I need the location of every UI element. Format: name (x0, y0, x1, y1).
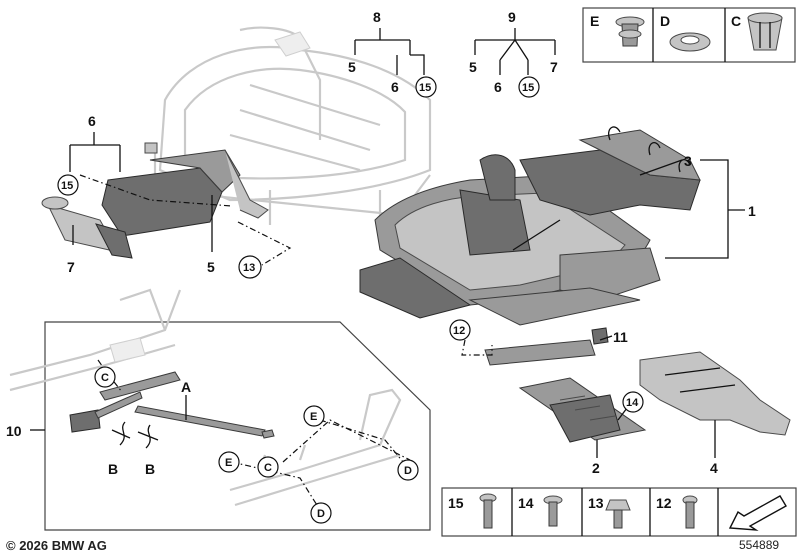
label-6: 6 (88, 113, 96, 129)
label-3: 3 (684, 153, 692, 169)
part-2-plate (518, 377, 647, 443)
part-B-springs (111, 421, 159, 449)
label-E: E (310, 411, 317, 423)
diagram-number: 554889 (739, 538, 780, 552)
label-D: D (404, 465, 412, 477)
top-legend: E D C (582, 7, 796, 63)
legend-12: 12 (656, 495, 672, 511)
label-E: E (225, 457, 232, 469)
part-1-seat-frame (359, 154, 661, 326)
circle-D (397, 459, 419, 481)
circle-15 (57, 174, 79, 196)
label-11: 11 (613, 329, 628, 345)
label-12: 12 (453, 325, 465, 337)
circle-15 (415, 76, 437, 98)
part-labels: 8 5 6 15 9 5 6 15 7 6 15 7 5 13 3 1 12 1… (6, 9, 756, 524)
screw-14-icon (543, 495, 563, 527)
circle-E (303, 405, 325, 427)
screw-15-icon (479, 493, 497, 529)
part-4-bracket (639, 351, 791, 436)
label-A: A (181, 379, 191, 395)
legend-D: D (660, 13, 670, 29)
part-3-cable-harness (519, 126, 701, 216)
label-7: 7 (550, 59, 558, 75)
direction-arrow-icon (728, 495, 787, 531)
legend-C: C (731, 13, 741, 29)
copyright-text: © 2026 BMW AG (6, 538, 107, 553)
label-5: 5 (469, 59, 477, 75)
clip-C-icon (747, 12, 783, 51)
bolt-E-icon (615, 16, 645, 47)
label-6: 6 (494, 79, 502, 95)
circle-13 (238, 255, 262, 279)
screw-12-icon (682, 495, 698, 529)
circle-14 (622, 391, 644, 413)
label-13: 13 (243, 262, 255, 274)
label-15: 15 (61, 180, 73, 192)
legend-E: E (590, 13, 599, 29)
label-5: 5 (348, 59, 356, 75)
leader-lines (30, 28, 745, 458)
circle-C (94, 366, 116, 388)
part-A-rod (69, 371, 275, 439)
label-9: 9 (508, 9, 516, 25)
circle-12 (449, 319, 471, 341)
bottom-legend: 15 14 13 12 (441, 487, 797, 537)
legend-14: 14 (518, 495, 534, 511)
label-D: D (317, 508, 325, 520)
part-7-cylinder (41, 196, 133, 259)
label-B: B (108, 461, 118, 477)
screw-13-icon (605, 499, 631, 529)
legend-13: 13 (588, 495, 604, 511)
label-7: 7 (67, 259, 75, 275)
ghost-seat-frame (153, 26, 432, 225)
label-15: 15 (419, 82, 431, 94)
circle-D (310, 502, 332, 524)
part-6-tray (101, 142, 269, 237)
part-12-rail (484, 339, 596, 366)
circle-C (257, 456, 279, 478)
label-2: 2 (592, 460, 600, 476)
ghost-rails (9, 288, 402, 507)
label-B: B (145, 461, 155, 477)
label-4: 4 (710, 460, 718, 476)
label-14: 14 (626, 397, 639, 409)
legend-15: 15 (448, 495, 464, 511)
label-1: 1 (748, 203, 756, 219)
box-10 (44, 321, 431, 531)
label-6: 6 (391, 79, 399, 95)
label-C: C (264, 462, 272, 474)
label-10: 10 (6, 423, 22, 439)
label-C: C (101, 372, 109, 384)
washer-D-icon (669, 32, 711, 52)
circle-E (218, 451, 240, 473)
label-15: 15 (522, 82, 534, 94)
dash-lines (79, 174, 493, 511)
circle-15 (518, 76, 540, 98)
label-8: 8 (373, 9, 381, 25)
label-5: 5 (207, 259, 215, 275)
part-11-clip (591, 327, 609, 345)
